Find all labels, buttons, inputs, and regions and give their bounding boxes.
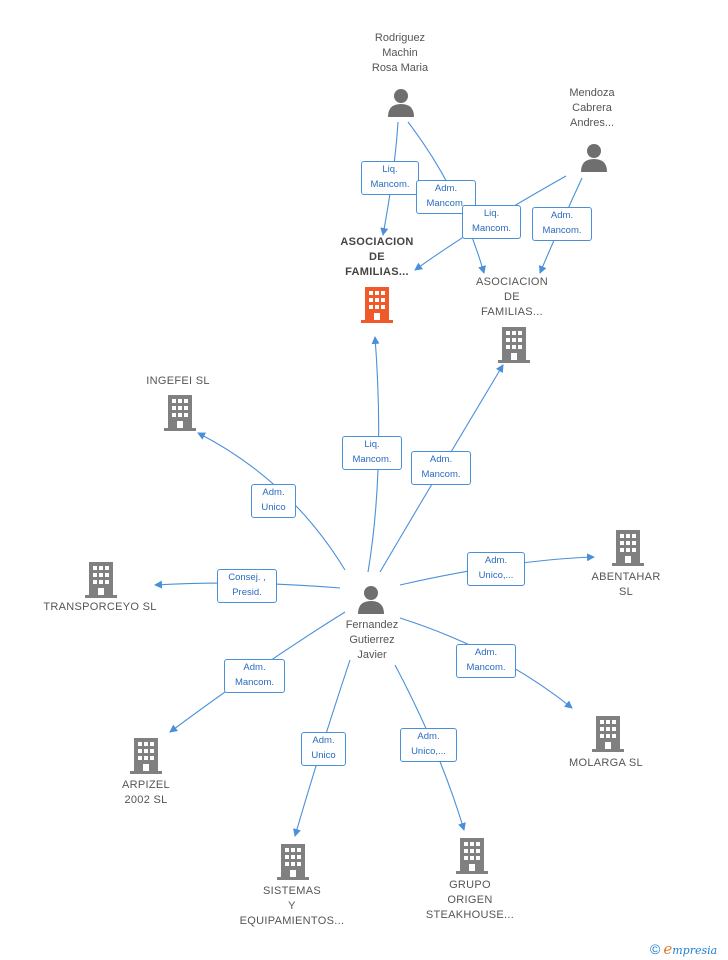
company-name: ABENTAHAR SL [591, 571, 661, 598]
person-name: Fernandez Gutierrez Javier [345, 619, 399, 661]
building-icon [130, 738, 162, 774]
brand-logo-text: mpresia [672, 944, 718, 957]
person-name: Rodriguez Machin Rosa Maria [371, 32, 429, 74]
brand-footer: ©empresia [650, 940, 717, 958]
relation-label-fernandez-abentahar[interactable]: Adm. Unico,... [467, 552, 525, 586]
company-molarga[interactable]: MOLARGA SL [546, 716, 666, 771]
building-icon [85, 562, 117, 598]
company-name: ASOCIACION DE FAMILIAS... [475, 276, 549, 318]
copyright-icon: © [650, 941, 661, 957]
company-name: MOLARGA SL [569, 757, 643, 769]
relation-label-mendoza-asociacion-2[interactable]: Adm. Mancom. [532, 207, 592, 241]
relation-label-fernandez-sistemas[interactable]: Adm. Unico [301, 732, 346, 766]
building-icon [592, 716, 624, 752]
building-icon [164, 395, 196, 431]
relation-label-rodriguez-asociacion-main[interactable]: Liq. Mancom. [361, 161, 419, 195]
relation-label-fernandez-grupo-origen[interactable]: Adm. Unico,... [400, 728, 457, 762]
person-fernandez[interactable]: Fernandez Gutierrez Javier [312, 584, 432, 663]
person-rodriguez[interactable]: Rodriguez Machin Rosa Maria [340, 31, 460, 117]
building-icon [612, 530, 644, 566]
relation-label-fernandez-ingefei[interactable]: Adm. Unico [251, 484, 296, 518]
person-mendoza[interactable]: Mendoza Cabrera Andres... [532, 86, 652, 172]
company-asociacion-2[interactable]: ASOCIACION DE FAMILIAS... [452, 275, 572, 363]
company-arpizel[interactable]: ARPIZEL 2002 SL [86, 738, 206, 808]
relation-label-fernandez-transporceyo[interactable]: Consej. , Presid. [217, 569, 277, 603]
relation-label-fernandez-asociacion-main[interactable]: Liq. Mancom. [342, 436, 402, 470]
company-name: TRANSPORCEYO SL [43, 601, 157, 613]
company-name: ASOCIACION DE FAMILIAS... [340, 236, 414, 278]
relation-label-fernandez-arpizel[interactable]: Adm. Mancom. [224, 659, 285, 693]
company-abentahar[interactable]: ABENTAHAR SL [566, 530, 686, 600]
building-icon [456, 838, 488, 874]
relation-label-mendoza-asociacion-main[interactable]: Liq. Mancom. [462, 205, 521, 239]
company-name: SISTEMAS Y EQUIPAMIENTOS... [239, 885, 345, 927]
building-icon [498, 327, 530, 363]
company-sistemas[interactable]: SISTEMAS Y EQUIPAMIENTOS... [222, 844, 362, 929]
company-name: INGEFEI SL [146, 375, 210, 387]
person-icon [358, 586, 384, 614]
brand-logo-e: e [663, 940, 673, 958]
relation-label-fernandez-asociacion-2[interactable]: Adm. Mancom. [411, 451, 471, 485]
company-grupo-origen[interactable]: GRUPO ORIGEN STEAKHOUSE... [410, 838, 530, 923]
company-name: ARPIZEL 2002 SL [122, 779, 170, 806]
company-transporceyo[interactable]: TRANSPORCEYO SL [30, 560, 170, 615]
building-icon [277, 844, 309, 880]
person-icon [388, 89, 414, 117]
company-ingefei[interactable]: INGEFEI SL [118, 374, 238, 431]
company-name: GRUPO ORIGEN STEAKHOUSE... [425, 879, 515, 921]
company-asociacion-main[interactable]: ASOCIACION DE FAMILIAS... [317, 235, 437, 323]
building-icon [361, 287, 393, 323]
person-name: Mendoza Cabrera Andres... [569, 87, 615, 129]
person-icon [581, 144, 607, 172]
relation-label-fernandez-molarga[interactable]: Adm. Mancom. [456, 644, 516, 678]
